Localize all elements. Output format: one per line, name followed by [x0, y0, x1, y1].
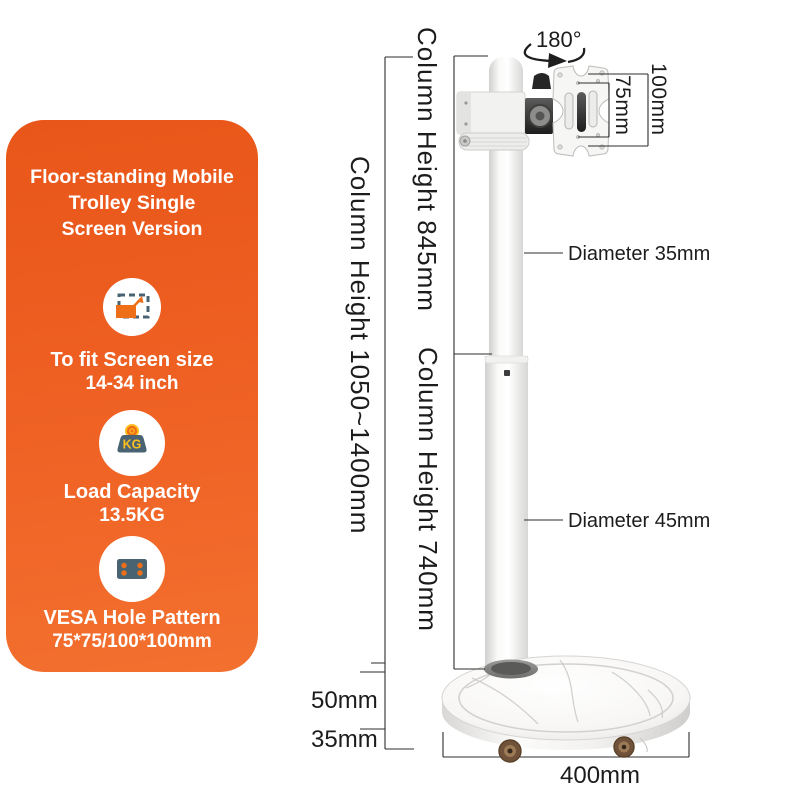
kg-icon-text: KG	[123, 438, 142, 452]
info-panel: Floor-standing Mobile Trolley Single Scr…	[6, 120, 258, 672]
label-rotation-180: 180°	[536, 27, 582, 52]
dimension-lines	[360, 55, 690, 758]
caster-right	[613, 736, 635, 758]
mount-clamp	[456, 91, 530, 151]
vesa-75-line	[578, 82, 610, 138]
product-title: Floor-standing Mobile Trolley Single Scr…	[30, 164, 234, 242]
rotation-arrow-icon	[523, 43, 586, 68]
screen-size-icon	[103, 278, 161, 336]
vesa-pattern-icon	[99, 536, 165, 602]
column-segments-line	[453, 55, 492, 670]
label-base-diameter: 400mm	[560, 762, 641, 789]
label-vesa-75mm: 75mm	[611, 75, 634, 136]
vesa-mount	[525, 65, 610, 157]
label-diameter-lower: Diameter 45mm	[568, 510, 711, 532]
feature-heading-vesa-pattern: VESA Hole Pattern	[43, 607, 221, 629]
lower-pole	[484, 355, 529, 668]
label-vesa-100mm: 100mm	[647, 63, 670, 136]
label-column-height-upper: Column Height 845mm	[412, 27, 442, 312]
label-column-height-lower: Column Height 740mm	[413, 347, 443, 632]
feature-value-vesa-pattern: 75*75/100*100mm	[52, 631, 212, 652]
feature-value-load-capacity: 13.5KG	[99, 505, 165, 526]
tilt-knob-icon	[532, 73, 551, 89]
title-line-1: Floor-standing Mobile	[30, 166, 234, 188]
label-diameter-upper: Diameter 35mm	[568, 243, 711, 265]
feature-heading-screen-size: To fit Screen size	[50, 349, 214, 371]
title-line-3: Screen Version	[61, 218, 203, 240]
title-line-2: Trolley Single	[68, 192, 196, 214]
label-column-height-total: Column Height 1050~1400mm	[345, 156, 375, 535]
total-height-line	[360, 56, 414, 750]
caster-left	[498, 739, 522, 763]
base	[441, 655, 691, 753]
label-caster-height: 35mm	[311, 726, 378, 753]
vesa-100-line	[588, 73, 649, 147]
feature-heading-load-capacity: Load Capacity	[63, 481, 201, 503]
label-base-thickness: 50mm	[311, 687, 378, 714]
feature-value-screen-size: 14-34 inch	[85, 373, 179, 394]
load-capacity-icon: KG	[99, 410, 165, 476]
base-width-line	[442, 732, 690, 758]
